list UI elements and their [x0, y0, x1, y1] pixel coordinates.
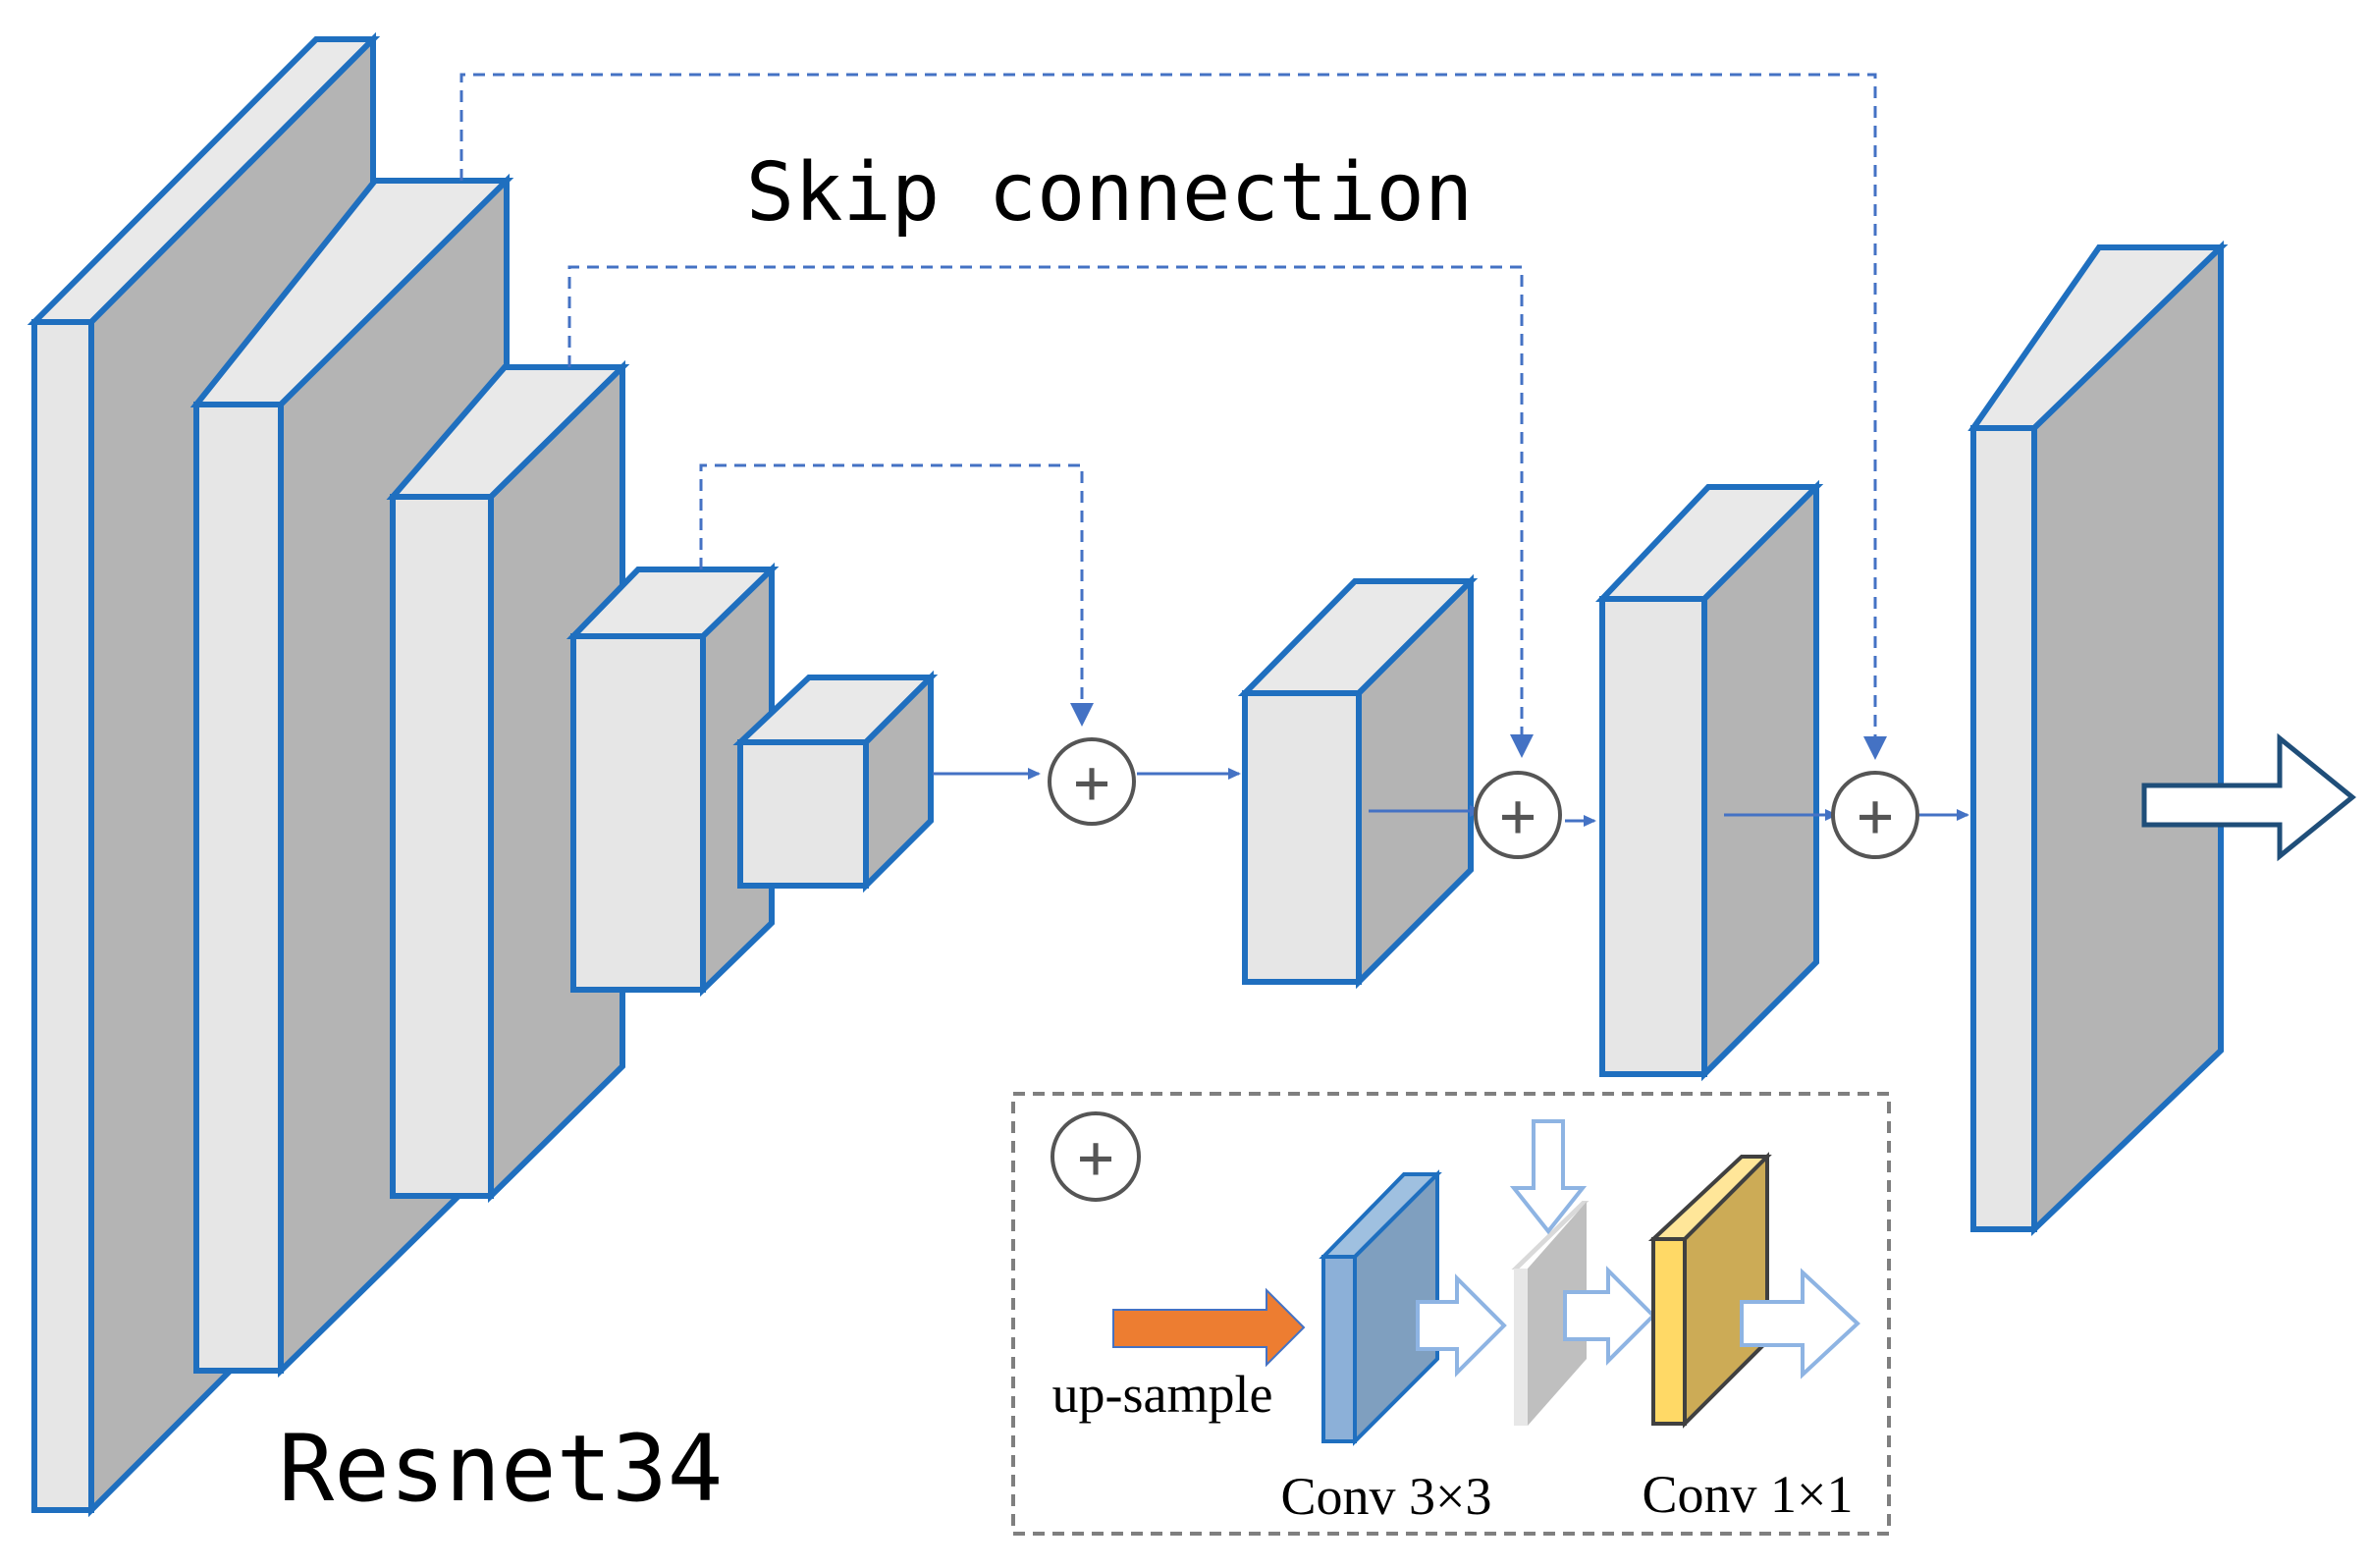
skip-arrowheads: [1070, 703, 1887, 760]
encoder-block-5: [732, 670, 939, 893]
encoder-label: Resnet34: [279, 1416, 724, 1523]
conv1-label: Conv 1×1: [1643, 1465, 1854, 1524]
add-circle-icon: [1048, 737, 1136, 826]
conv1-block: [1647, 1152, 1772, 1429]
skip-line-3: [459, 73, 1877, 744]
conv3-block: [1319, 1169, 1442, 1446]
decoder-block-1: [1237, 573, 1479, 990]
arrow-down-icon: [1509, 1119, 1588, 1235]
add-node-3: +: [1831, 771, 1919, 859]
arrow-right-icon: [1563, 1266, 1656, 1366]
add-node-1: +: [1048, 737, 1136, 826]
arrow-right-icon: [1740, 1268, 1860, 1379]
upsample-label: up-sample: [1052, 1365, 1273, 1424]
decoder-block-2: [1595, 479, 1824, 1082]
add-symbol: +: [1073, 746, 1109, 818]
add-circle-icon: [1831, 771, 1919, 859]
upsample-arrow-icon: [1112, 1287, 1306, 1368]
skip-connection-lines: [459, 73, 1877, 744]
decoder-block-3: [1967, 240, 2229, 1237]
arrow-down-icon: [1510, 734, 1534, 758]
conv3-label: Conv 3×3: [1281, 1467, 1492, 1526]
flow-arrows: [933, 768, 1969, 827]
output-arrow-icon: [2141, 732, 2356, 862]
skip-line-2: [567, 265, 1524, 742]
add-circle-icon: [1051, 1111, 1141, 1202]
add-symbol: +: [1857, 780, 1893, 851]
intermediate-block: [1511, 1201, 1590, 1426]
arrow-down-icon: [1070, 703, 1094, 727]
add-circle-icon: [1474, 771, 1562, 859]
skip-connection-label: Skip connection: [746, 146, 1474, 240]
legend-add-symbol: +: [1077, 1121, 1113, 1193]
legend-box: + up-sample Conv 3×3 Conv 1×1: [1011, 1092, 1891, 1536]
add-node-2: +: [1474, 771, 1562, 859]
add-symbol: +: [1499, 780, 1536, 851]
arrow-right-icon: [1416, 1273, 1507, 1378]
arrow-down-icon: [1863, 736, 1887, 760]
skip-line-1: [699, 463, 1084, 709]
